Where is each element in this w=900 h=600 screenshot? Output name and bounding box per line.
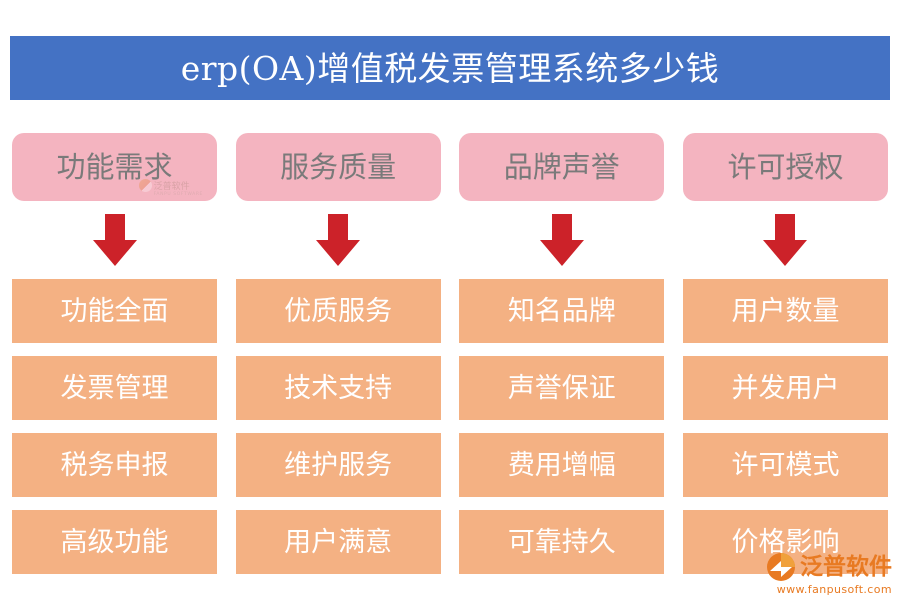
cell-4-1[interactable]: 用户数量 (682, 279, 888, 343)
chip-watermark-sub: FANPU SOFTWARE (153, 192, 203, 197)
cell-1-3-label: 税务申报 (60, 449, 169, 481)
cell-2-3-label: 维护服务 (284, 449, 393, 481)
category-chip-1-label: 功能需求 (56, 149, 173, 184)
arrow-down-icon (92, 214, 137, 266)
cell-2-2-label: 技术支持 (284, 372, 393, 404)
category-chip-3-label: 品牌声誉 (503, 149, 620, 184)
cell-stack-2: 优质服务 技术支持 维护服务 用户满意 (235, 279, 441, 574)
cell-2-1[interactable]: 优质服务 (235, 279, 441, 343)
cell-4-2[interactable]: 并发用户 (682, 356, 888, 420)
cell-4-3-label: 许可模式 (731, 449, 840, 481)
cell-1-1-label: 功能全面 (60, 295, 169, 327)
column-grid: 功能需求 泛普软件 FANPU SOFTWARE 功能全面 (12, 133, 888, 588)
cell-4-1-label: 用户数量 (731, 295, 840, 327)
cell-1-2-label: 发票管理 (60, 372, 169, 404)
cell-2-4[interactable]: 用户满意 (235, 510, 441, 574)
cell-1-2[interactable]: 发票管理 (12, 356, 217, 420)
cell-1-1[interactable]: 功能全面 (12, 279, 217, 343)
cell-stack-3: 知名品牌 声誉保证 费用增幅 可靠持久 (459, 279, 665, 574)
arrow-down-icon (763, 214, 808, 266)
cell-1-4[interactable]: 高级功能 (12, 510, 217, 574)
cell-stack-1: 功能全面 发票管理 税务申报 高级功能 (12, 279, 217, 574)
arrow-container-3 (459, 201, 664, 279)
cell-3-2[interactable]: 声誉保证 (459, 356, 665, 420)
cell-4-4[interactable]: 价格影响 (682, 510, 888, 574)
cell-2-3[interactable]: 维护服务 (235, 433, 441, 497)
cell-3-4-label: 可靠持久 (507, 526, 616, 558)
cell-4-3[interactable]: 许可模式 (682, 433, 888, 497)
category-chip-4[interactable]: 许可授权 (682, 133, 888, 201)
page-title-bar: erp(OA)增值税发票管理系统多少钱 (10, 36, 890, 100)
arrow-container-1 (12, 201, 217, 279)
cell-3-1[interactable]: 知名品牌 (459, 279, 665, 343)
category-chip-4-label: 许可授权 (727, 149, 844, 184)
cell-2-1-label: 优质服务 (284, 295, 393, 327)
page-title: erp(OA)增值税发票管理系统多少钱 (180, 48, 720, 88)
cell-4-4-label: 价格影响 (731, 526, 840, 558)
category-chip-2-label: 服务质量 (280, 149, 397, 184)
cell-3-2-label: 声誉保证 (507, 372, 616, 404)
column-4: 许可授权 用户数量 并发用户 许可模式 价格影响 (682, 133, 888, 588)
cell-1-4-label: 高级功能 (60, 526, 169, 558)
cell-1-3[interactable]: 税务申报 (12, 433, 217, 497)
category-chip-3[interactable]: 品牌声誉 (459, 133, 665, 201)
cell-3-3-label: 费用增幅 (507, 449, 616, 481)
column-3: 品牌声誉 知名品牌 声誉保证 费用增幅 可靠持久 (459, 133, 665, 588)
cell-3-3[interactable]: 费用增幅 (459, 433, 665, 497)
arrow-container-2 (236, 201, 441, 279)
cell-3-1-label: 知名品牌 (507, 295, 616, 327)
category-chip-1[interactable]: 功能需求 泛普软件 FANPU SOFTWARE (12, 133, 217, 201)
cell-4-2-label: 并发用户 (731, 372, 840, 404)
arrow-down-icon (539, 214, 584, 266)
category-chip-2[interactable]: 服务质量 (235, 133, 441, 201)
column-1: 功能需求 泛普软件 FANPU SOFTWARE 功能全面 (12, 133, 217, 588)
cell-2-2[interactable]: 技术支持 (235, 356, 441, 420)
cell-2-4-label: 用户满意 (284, 526, 393, 558)
cell-3-4[interactable]: 可靠持久 (459, 510, 665, 574)
arrow-container-4 (683, 201, 888, 279)
column-2: 服务质量 优质服务 技术支持 维护服务 用户满意 (235, 133, 441, 588)
arrow-down-icon (316, 214, 361, 266)
cell-stack-4: 用户数量 并发用户 许可模式 价格影响 (682, 279, 888, 574)
